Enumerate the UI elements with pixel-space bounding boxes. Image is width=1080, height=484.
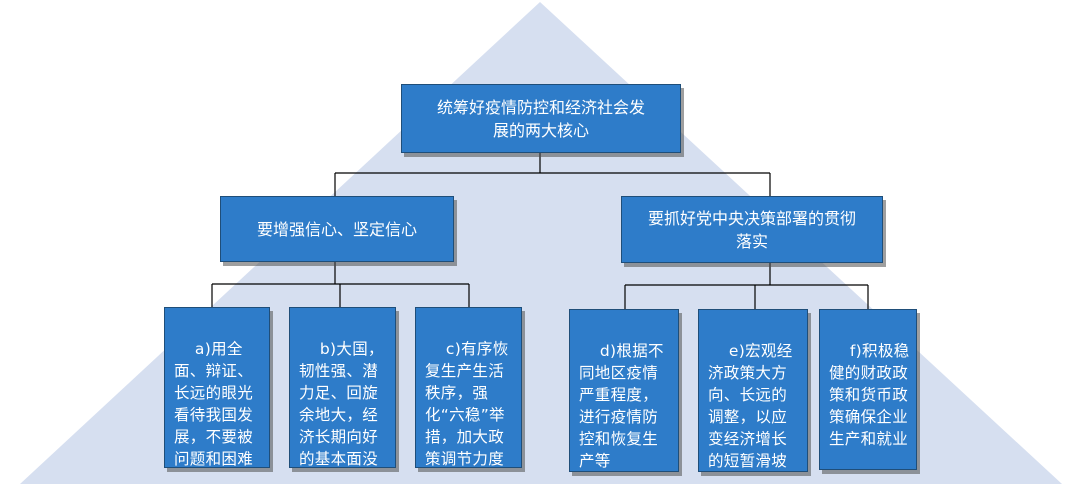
leaf-node-e: e)宏观经济政策大方向、长远的调整，以应变经济增长的短暂滑坡	[698, 309, 808, 472]
leaf-node-d: d)根据不同地区疫情严重程度，进行疫情防控和恢复生产等	[569, 309, 679, 472]
branch-node-confidence: 要增强信心、坚定信心	[220, 196, 454, 262]
leaf-node-b: b)大国，韧性强、潜力足、回旋余地大，经济长期向好的基本面没有改变	[289, 307, 396, 468]
leaf-node-d-label: d)根据不同地区疫情严重程度，进行疫情防控和恢复生产等	[579, 342, 664, 470]
leaf-node-c: c)有序恢复生产生活秩序，强化“六稳”举措，加大政策调节力度	[415, 307, 522, 468]
branch-node-implementation: 要抓好党中央决策部署的贯彻 落实	[621, 196, 883, 263]
branch-node-confidence-label: 要增强信心、坚定信心	[256, 219, 417, 239]
branch-node-implementation-label: 要抓好党中央决策部署的贯彻 落实	[647, 208, 856, 251]
leaf-node-e-label: e)宏观经济政策大方向、长远的调整，以应变经济增长的短暂滑坡	[708, 342, 793, 470]
leaf-node-a-label: a)用全面、辩证、长远的眼光看待我国发展，不要被问题和困难吓倒。	[174, 340, 254, 468]
leaf-node-a: a)用全面、辩证、长远的眼光看待我国发展，不要被问题和困难吓倒。	[164, 307, 270, 468]
root-node-label: 统筹好疫情防控和经济社会发 展的两大核心	[436, 97, 645, 140]
leaf-node-f-label: f)积极稳健的财政政策和货币政策确保企业生产和就业	[829, 342, 910, 448]
leaf-node-c-label: c)有序恢复生产生活秩序，强化“六稳”举措，加大政策调节力度	[425, 340, 509, 468]
leaf-node-b-label: b)大国，韧性强、潜力足、回旋余地大，经济长期向好的基本面没有改变	[299, 340, 384, 468]
root-node: 统筹好疫情防控和经济社会发 展的两大核心	[401, 84, 681, 153]
leaf-node-f: f)积极稳健的财政政策和货币政策确保企业生产和就业	[819, 309, 917, 470]
